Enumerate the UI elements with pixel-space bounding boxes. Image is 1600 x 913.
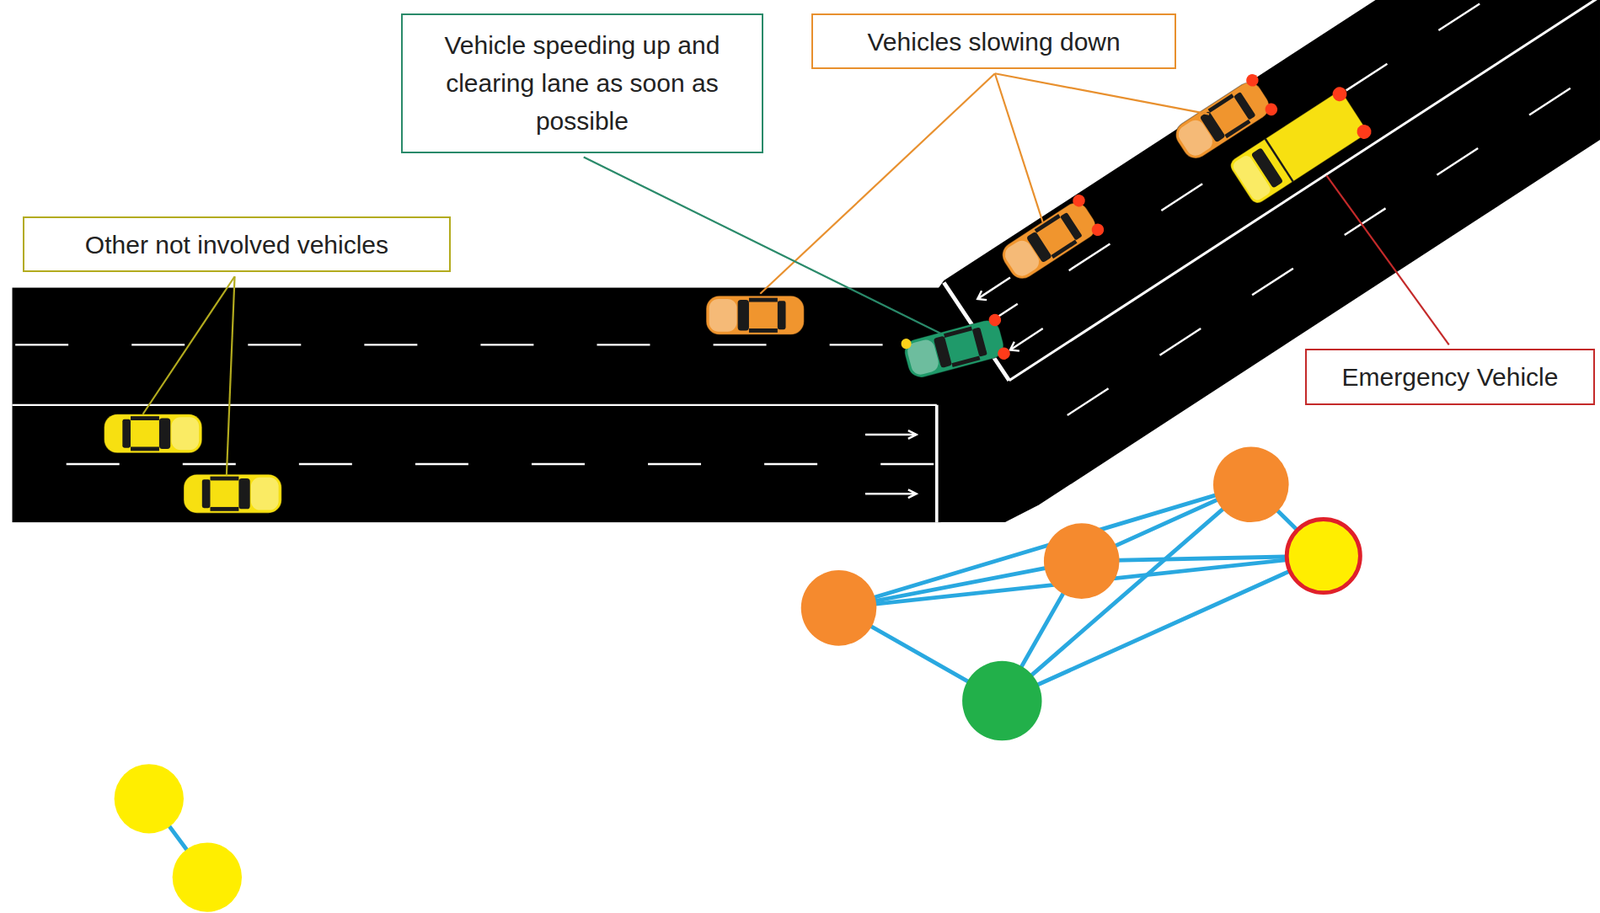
road [938, 0, 1600, 523]
leader-line [143, 276, 236, 476]
callout-box: Vehicles slowing down [811, 13, 1178, 70]
car [104, 414, 203, 454]
car [183, 474, 282, 514]
car [899, 312, 1012, 385]
lane-arrow [865, 430, 917, 498]
center-line [12, 404, 937, 407]
callout-text: Vehicle speeding up and clearing lane as… [417, 26, 747, 140]
graph-edges [149, 484, 1324, 878]
graph-vertices [114, 446, 1361, 912]
road [12, 288, 942, 524]
callout-box: Emergency Vehicle [1305, 348, 1595, 406]
emergency-vehicle [1225, 84, 1374, 210]
callout-text: Other not involved vehicles [85, 225, 389, 264]
leader-line [759, 73, 1210, 295]
leader-line [1326, 175, 1449, 345]
stop-line [935, 405, 939, 523]
lane-line [66, 463, 934, 466]
callout-text: Vehicles slowing down [867, 22, 1121, 61]
callout-text: Emergency Vehicle [1342, 358, 1559, 396]
leader-line [583, 157, 942, 335]
car [995, 192, 1107, 288]
car [706, 295, 804, 335]
callout-box: Vehicle speeding up and clearing lane as… [401, 13, 764, 154]
callout-box: Other not involved vehicles [22, 216, 452, 273]
lane-line [15, 343, 939, 346]
